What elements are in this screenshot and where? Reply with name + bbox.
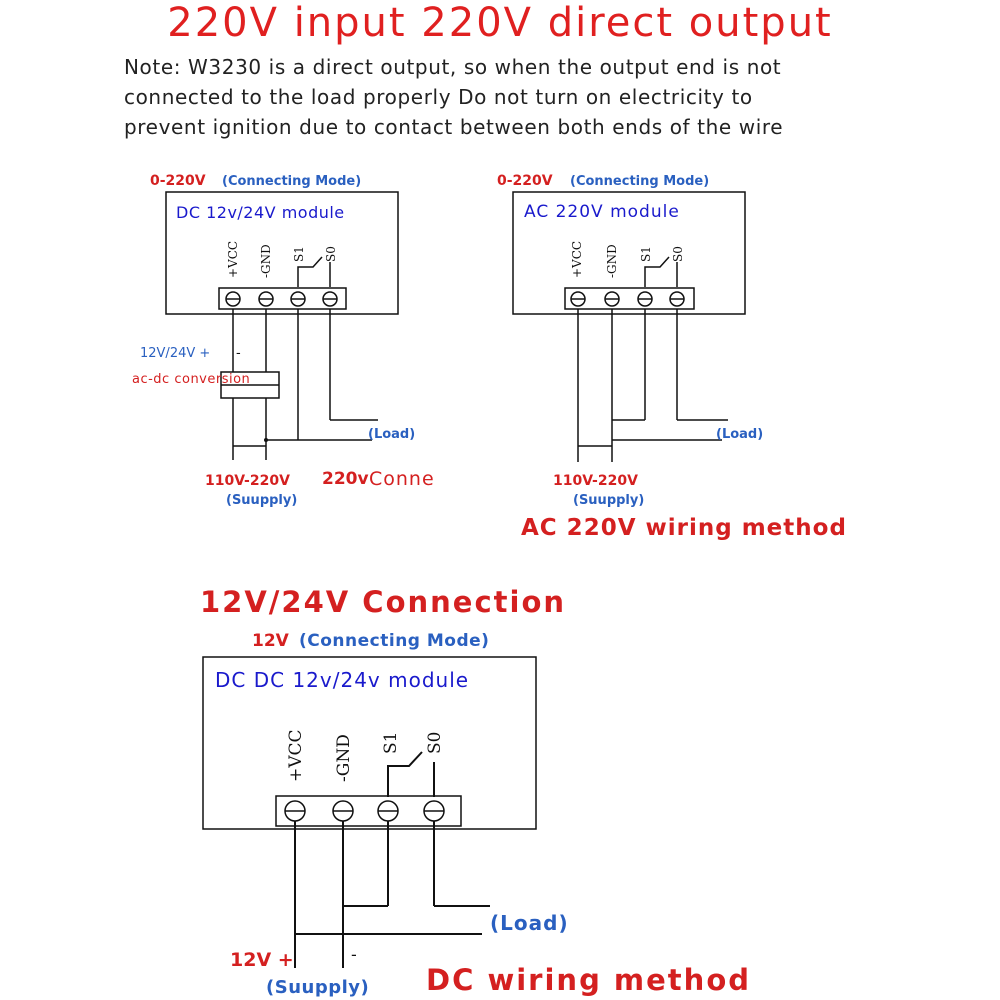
ac-terminal-block <box>564 287 695 310</box>
note-line-3: prevent ignition due to contact between … <box>124 115 784 139</box>
12v-load-label: (Load) <box>490 911 569 935</box>
ac-wiring-caption: AC 220V wiring method <box>521 515 847 541</box>
diagram-ac-module: 0-220V (Connecting Mode) AC 220V module … <box>497 173 847 541</box>
ac-wires <box>577 309 728 462</box>
12v-terminal-label-vcc: +VCC <box>286 729 306 782</box>
12v-supply-plus: 12V + <box>230 949 294 971</box>
ac-supply-label: (Suupply) <box>573 493 644 508</box>
ac-terminal-label-s1: S1 <box>639 246 653 262</box>
ac-terminal-screws <box>570 291 685 307</box>
dc-converter-plus: 12V/24V + <box>140 346 210 361</box>
dc-terminal-label-s0: S0 <box>324 246 338 262</box>
12v-mode-voltage: 12V <box>252 631 290 651</box>
12v-wiring-caption: DC wiring method <box>426 963 751 997</box>
dc-converter-minus: - <box>236 346 241 361</box>
dc-converter-label: ac-dc conversion <box>132 372 250 387</box>
12v-module-label: DC DC 12v/24v module <box>215 668 469 692</box>
ac-terminal-label-vcc: +VCC <box>570 241 584 278</box>
12v-terminal-block <box>275 795 462 827</box>
dc-module-label: DC 12v/24V module <box>176 203 345 222</box>
dc-connection-note: 220v <box>322 469 369 489</box>
dc-terminal-label-gnd: -GND <box>259 244 273 278</box>
12v-wires <box>294 821 490 968</box>
note-line-1: Note: W3230 is a direct output, so when … <box>124 55 782 79</box>
dc-module-box <box>165 191 399 315</box>
ac-mode-label: (Connecting Mode) <box>570 174 709 189</box>
12v-terminal-label-gnd: -GND <box>334 734 354 782</box>
dc-terminal-label-vcc: +VCC <box>226 241 240 278</box>
12v-terminal-label-s1: S1 <box>381 732 401 754</box>
ac-terminal-label-s0: S0 <box>671 246 685 262</box>
12v-heading: 12V/24V Connection <box>200 585 566 619</box>
ac-relay-switch <box>644 256 678 287</box>
12v-terminal-screws <box>284 800 445 822</box>
dc-mode-label: (Connecting Mode) <box>222 174 361 189</box>
ac-terminal-label-gnd: -GND <box>605 244 619 278</box>
ac-supply-voltage: 110V-220V <box>553 473 638 489</box>
diagram-dc-module: 0-220V (Connecting Mode) DC 12v/24V modu… <box>132 173 435 508</box>
note-line-2: connected to the load properly Do not tu… <box>124 85 753 109</box>
note-text: Note: W3230 is a direct output, so when … <box>124 52 984 142</box>
ac-module-label: AC 220V module <box>524 202 680 222</box>
dc-load-label: (Load) <box>368 427 415 442</box>
12v-module-box <box>202 656 537 830</box>
12v-supply-minus: - <box>351 945 357 964</box>
12v-supply-label: (Suupply) <box>266 977 369 998</box>
dc-mode-voltage: 0-220V <box>150 173 206 189</box>
dc-terminal-screws <box>225 291 338 307</box>
dc-terminal-block <box>218 287 347 310</box>
diagram-12v-module: 12V/24V Connection 12V (Connecting Mode)… <box>200 585 751 998</box>
ac-load-label: (Load) <box>716 427 763 442</box>
dc-terminal-label-s1: S1 <box>292 246 306 262</box>
dc-connection-note-2: Conne <box>369 468 435 490</box>
ac-mode-voltage: 0-220V <box>497 173 553 189</box>
dc-relay-switch <box>297 256 331 287</box>
dc-supply-label: (Suupply) <box>226 493 297 508</box>
12v-mode-label: (Connecting Mode) <box>299 631 489 651</box>
dc-supply-voltage: 110V-220V <box>205 473 290 489</box>
dc-wires <box>232 309 378 460</box>
12v-relay-switch <box>387 751 435 797</box>
page-title: 220V input 220V direct output <box>167 0 833 46</box>
ac-module-box <box>512 191 746 315</box>
12v-terminal-label-s0: S0 <box>425 732 445 754</box>
